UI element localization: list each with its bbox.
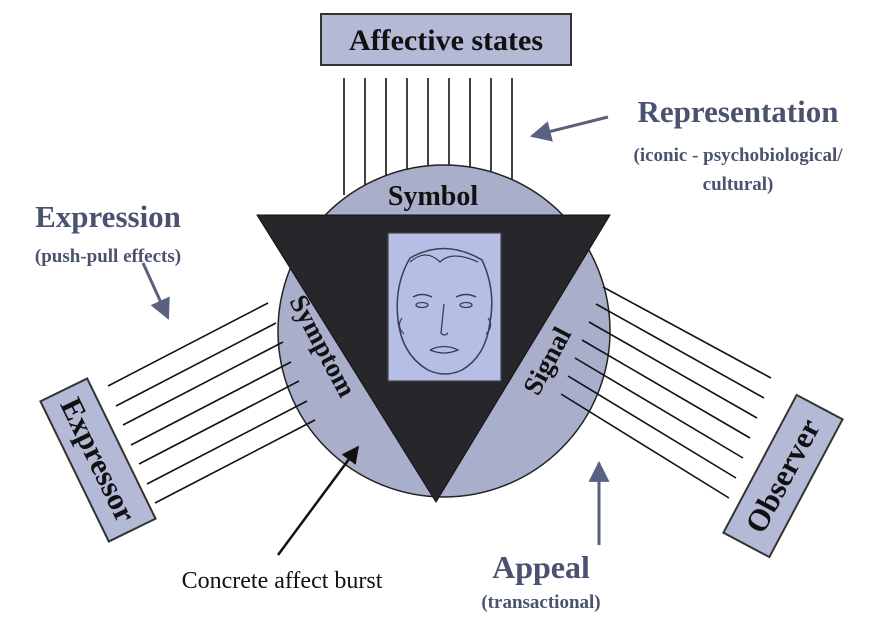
expressor-box: Expressor	[40, 378, 155, 541]
face-image	[388, 233, 501, 381]
affect-burst-arrow	[278, 447, 358, 555]
representation-subtitle-line1: (iconic - psychobiological/	[634, 145, 844, 166]
observer-box: Observer	[723, 395, 842, 557]
expression-arrow	[143, 263, 168, 318]
affect-burst-label: Concrete affect burst	[182, 568, 383, 594]
symbol-label: Symbol	[388, 181, 478, 212]
representation-arrow	[532, 117, 608, 136]
affective-states-box: Affective states	[321, 14, 571, 65]
representation-subtitle-line2: cultural)	[703, 174, 774, 195]
representation-title: Representation	[638, 94, 839, 129]
appeal-title: Appeal	[492, 549, 590, 585]
expression-title: Expression	[35, 199, 181, 234]
expression-subtitle: (push-pull effects)	[35, 246, 181, 267]
affective-states-label: Affective states	[349, 24, 543, 57]
appeal-subtitle: (transactional)	[481, 592, 600, 613]
